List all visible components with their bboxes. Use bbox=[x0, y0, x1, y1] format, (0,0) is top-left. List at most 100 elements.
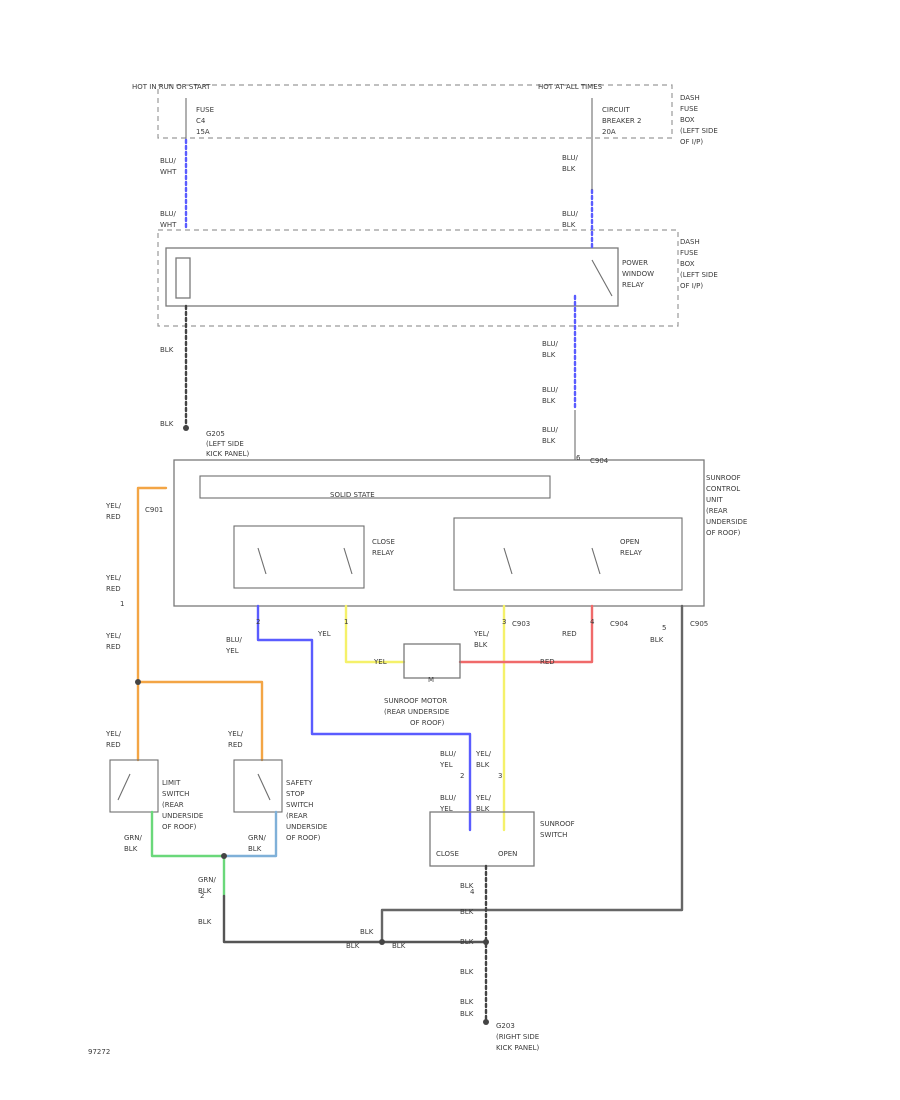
open-relay-label-1: OPEN bbox=[620, 538, 639, 546]
sunroof-switch-open: OPEN bbox=[498, 850, 517, 858]
wire-blk-right bbox=[380, 604, 684, 944]
wire-grn-blk-limit bbox=[150, 810, 226, 858]
dash-fuse-box-outline bbox=[157, 84, 673, 139]
wire-label-blk-12: BLK bbox=[460, 998, 474, 1006]
wire-label-blk-3: BLK bbox=[650, 636, 664, 644]
pin-4: 4 bbox=[590, 618, 595, 626]
wire-label-yel-blk-4: BLK bbox=[476, 761, 490, 769]
pin-10: 2 bbox=[200, 892, 204, 900]
wire-label-yel-red-5: YEL/ bbox=[105, 632, 122, 640]
dash-fuse-box-label-1: DASH bbox=[680, 94, 700, 102]
wire-label-blk-7: BLK bbox=[360, 928, 374, 936]
connector-c904: C904 bbox=[610, 620, 629, 628]
junction-blk bbox=[379, 939, 385, 945]
solid-state-module bbox=[199, 475, 551, 499]
wire-label-blu-wht-4: WHT bbox=[160, 221, 177, 229]
pin-1: 1 bbox=[344, 618, 348, 626]
wire-label-grn-blk-2: BLK bbox=[124, 845, 138, 853]
open-relay-switch-1 bbox=[503, 547, 513, 575]
sunroof-motor-label-3: OF ROOF) bbox=[410, 719, 445, 727]
wire-label-blk-8: BLK bbox=[460, 882, 474, 890]
wire-label-grn-blk-5: GRN/ bbox=[198, 876, 217, 884]
wire-grn-blk-safety bbox=[222, 810, 278, 858]
connector-c903: C903 bbox=[512, 620, 530, 628]
junction-blk-2 bbox=[483, 939, 489, 945]
safety-switch-label-4: (REAR bbox=[286, 812, 308, 820]
wire-label-blu-blk-8: BLK bbox=[542, 397, 556, 405]
limit-switch-box bbox=[109, 759, 159, 813]
scu-label-4: (REAR bbox=[706, 507, 728, 515]
wire-label-blk-1: BLK bbox=[160, 346, 174, 354]
open-relay-label-2: RELAY bbox=[620, 549, 643, 557]
wire-yel-red-branch bbox=[136, 680, 264, 762]
open-relay-switch-2 bbox=[591, 547, 601, 575]
scu-label-2: CONTROL bbox=[706, 485, 740, 493]
wire-label-yel-blk-1: YEL/ bbox=[473, 630, 490, 638]
wire-label-blu-wht-3: BLU/ bbox=[160, 210, 176, 218]
close-relay-switch-1 bbox=[257, 547, 267, 575]
wire-label-yel-blk-6: BLK bbox=[476, 805, 490, 813]
limit-switch-label-3: (REAR bbox=[162, 801, 184, 809]
ground-g203-label-3: KICK PANEL) bbox=[496, 1044, 539, 1052]
wire-red-to-motor bbox=[458, 604, 594, 664]
wire-label-yel-blk-3: YEL/ bbox=[475, 750, 492, 758]
ground-g205-label-2: (LEFT SIDE bbox=[206, 440, 244, 448]
sunroof-motor-label-2: (REAR UNDERSIDE bbox=[384, 708, 449, 716]
wire-label-grn-blk-3: GRN/ bbox=[248, 834, 267, 842]
wire-label-blk-6: BLK bbox=[392, 942, 406, 950]
power-window-relay-label-1: POWER bbox=[622, 259, 648, 267]
solid-state-label: SOLID STATE bbox=[330, 491, 375, 499]
pin-6: 1 bbox=[120, 600, 124, 608]
limit-switch-contact bbox=[117, 773, 131, 801]
wire-label-grn-blk-1: GRN/ bbox=[124, 834, 143, 842]
wire-label-blu-blk-10: BLK bbox=[542, 437, 556, 445]
wire-label-yel-red-2: RED bbox=[106, 513, 121, 521]
wire-label-blu-wht-1: BLU/ bbox=[160, 157, 176, 165]
wire-label-yel-2: YEL bbox=[373, 658, 387, 666]
open-relay-box bbox=[453, 517, 683, 591]
sunroof-motor-m: M bbox=[428, 676, 434, 684]
wire-label-red-1: RED bbox=[562, 630, 577, 638]
wire-label-blu-blk-5: BLU/ bbox=[542, 340, 558, 348]
scu-label-5: UNDERSIDE bbox=[706, 518, 747, 526]
junction-orange bbox=[135, 679, 141, 685]
close-relay-label-1: CLOSE bbox=[372, 538, 395, 546]
wire-label-blk-4: BLK bbox=[198, 918, 212, 926]
wire-label-blu-blk-1: BLU/ bbox=[562, 154, 578, 162]
ground-g205-label-3: KICK PANEL) bbox=[206, 450, 249, 458]
pin-5: 5 bbox=[662, 624, 666, 632]
ground-g203-label-1: G203 bbox=[496, 1022, 515, 1030]
safety-switch-label-5: UNDERSIDE bbox=[286, 823, 327, 831]
power-window-relay-label-3: RELAY bbox=[622, 281, 645, 289]
ground-left-dot bbox=[183, 425, 189, 431]
limit-switch-label-2: SWITCH bbox=[162, 790, 189, 798]
safety-switch-label-1: SAFETY bbox=[286, 779, 313, 787]
wire-label-yel-blk-5: YEL/ bbox=[475, 794, 492, 802]
dash-box-2-label-2: FUSE bbox=[680, 249, 698, 257]
hot-at-all-times-label: HOT AT ALL TIMES bbox=[538, 83, 603, 91]
wire-label-blu-blk-6: BLK bbox=[542, 351, 556, 359]
wire-label-blu-blk-7: BLU/ bbox=[542, 386, 558, 394]
sunroof-motor-box bbox=[403, 643, 461, 679]
connector-c905: C905 bbox=[690, 620, 708, 628]
power-window-relay-label-2: WINDOW bbox=[622, 270, 654, 278]
pin-2: 2 bbox=[256, 618, 260, 626]
wire-label-blk-10: BLK bbox=[460, 938, 474, 946]
ground-g203-label-2: (RIGHT SIDE bbox=[496, 1033, 539, 1041]
pin-3: 3 bbox=[502, 618, 506, 626]
circuit-breaker-label: CIRCUIT bbox=[602, 106, 631, 114]
wire-label-blu-blk-9: BLU/ bbox=[542, 426, 558, 434]
wire-yel-to-motor bbox=[344, 604, 406, 664]
sunroof-switch-close: CLOSE bbox=[436, 850, 459, 858]
wire-label-blu-blk-3: BLU/ bbox=[562, 210, 578, 218]
wire-label-blu-blk-4: BLK bbox=[562, 221, 576, 229]
wire-blk-ground-left bbox=[222, 894, 488, 944]
close-relay-switch-2 bbox=[343, 547, 353, 575]
relay-switch-contact bbox=[591, 259, 613, 297]
wire-label-yel-red-3: YEL/ bbox=[105, 574, 122, 582]
dash-box-2-label-3: BOX bbox=[680, 260, 695, 268]
wire-label-yel-red-1: YEL/ bbox=[105, 502, 122, 510]
wire-label-blu-wht-2: WHT bbox=[160, 168, 177, 176]
ground-g205-label-1: G205 bbox=[206, 430, 225, 438]
